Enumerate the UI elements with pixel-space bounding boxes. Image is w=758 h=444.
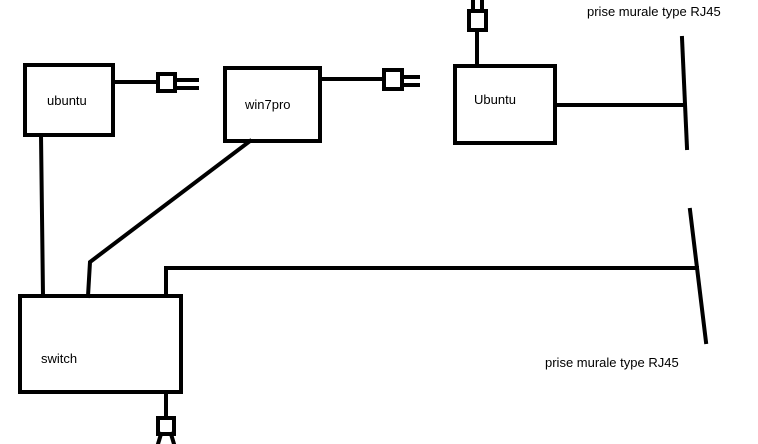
cable-win7pro-to-switch — [85, 138, 253, 299]
switch-node: switch — [18, 294, 183, 394]
power-plug-win7pro — [318, 68, 420, 91]
power-plug-ubuntu-right — [467, 0, 488, 68]
cable-ubuntu-left-to-switch — [38, 132, 46, 299]
ubuntu-left-label: ubuntu — [47, 93, 87, 108]
wall-outlet-bottom — [687, 207, 709, 345]
switch-box — [18, 294, 183, 394]
win7pro-label: win7pro — [244, 97, 291, 112]
switch-label: switch — [41, 351, 77, 366]
ubuntu-right-node: Ubuntu — [453, 64, 557, 145]
wall-outlet-top — [679, 35, 690, 151]
win7pro-box — [223, 66, 322, 143]
power-plug-ubuntu-left — [111, 72, 199, 93]
ubuntu-right-box — [453, 64, 557, 145]
ubuntu-left-box — [23, 63, 115, 137]
wall-outlet-bottom-label: prise murale type RJ45 — [545, 355, 679, 370]
ubuntu-left-node: ubuntu — [23, 63, 115, 137]
cable-switch-to-wall-outlet — [164, 266, 699, 298]
wall-outlet-top-label: prise murale type RJ45 — [587, 4, 721, 19]
ubuntu-right-label: Ubuntu — [474, 92, 516, 107]
win7pro-node: win7pro — [223, 66, 322, 143]
power-plug-switch — [155, 390, 177, 444]
